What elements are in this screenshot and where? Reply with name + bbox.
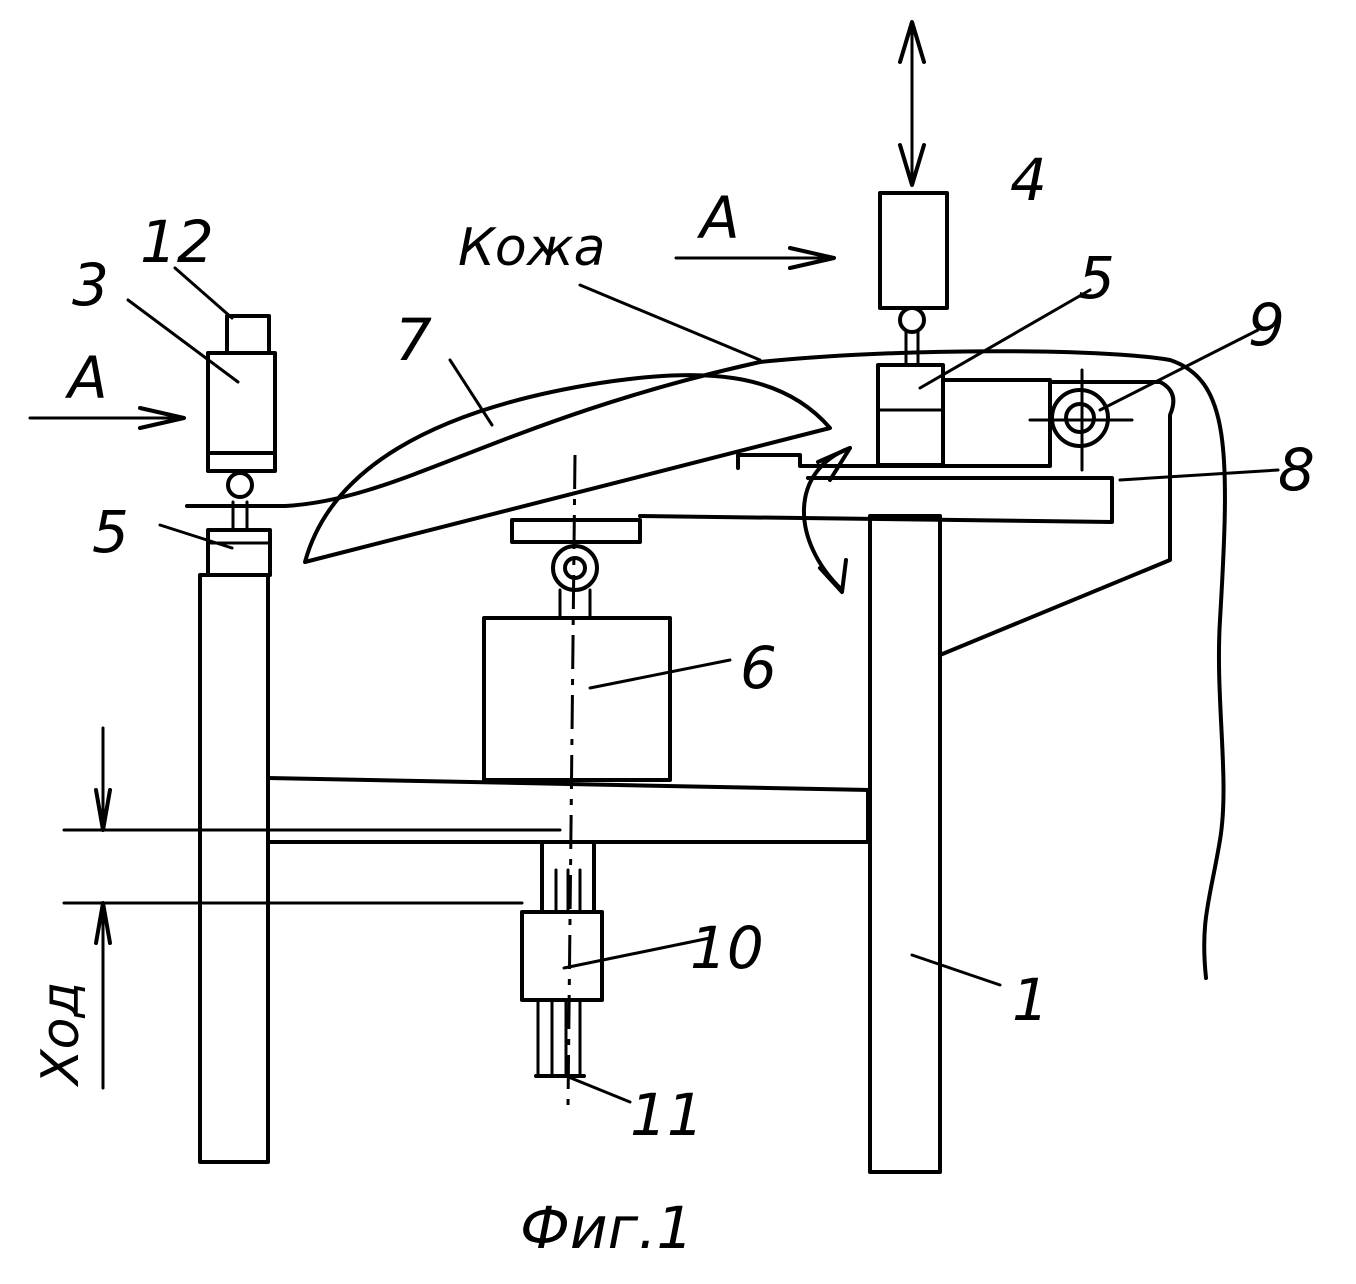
lever xyxy=(640,370,1173,655)
right-clamp-assembly xyxy=(878,22,947,465)
cap xyxy=(227,316,269,353)
skin-label: Кожа xyxy=(458,218,605,278)
callout-guide: 10 xyxy=(690,914,764,982)
callout-top-cylinder: 4 xyxy=(1010,146,1047,214)
top-hinge xyxy=(900,308,924,332)
view-label-left: A xyxy=(64,344,108,412)
callout-lift-cylinder: 6 xyxy=(740,634,777,702)
lift-cylinder xyxy=(484,618,670,780)
guide xyxy=(522,912,602,1000)
right-column xyxy=(870,516,940,1172)
callout-lever: 8 xyxy=(1278,436,1315,504)
callout-rods: 11 xyxy=(630,1081,704,1149)
callout-right-clamp: 5 xyxy=(1078,244,1115,312)
top-cylinder xyxy=(880,193,947,308)
last-outline xyxy=(305,375,830,562)
figure-caption: Фиг.1 xyxy=(520,1194,693,1262)
callout-pivot: 9 xyxy=(1248,291,1285,359)
pivot-outer xyxy=(1052,390,1108,446)
callout-left-clamp: 5 xyxy=(92,498,129,566)
lift-assembly xyxy=(484,455,670,1106)
callout-cap: 12 xyxy=(140,208,214,276)
pivot-inner xyxy=(1066,404,1094,432)
support-pad xyxy=(512,520,640,542)
callout-last: 7 xyxy=(395,306,432,374)
callout-frame: 1 xyxy=(1012,966,1049,1034)
left-clamp xyxy=(208,530,270,575)
left-hinge xyxy=(228,473,252,497)
stroke-label: Ход xyxy=(31,982,91,1088)
view-label-right: A xyxy=(696,184,740,252)
callout-left-cylinder: 3 xyxy=(72,251,109,319)
left-column xyxy=(200,575,268,1162)
